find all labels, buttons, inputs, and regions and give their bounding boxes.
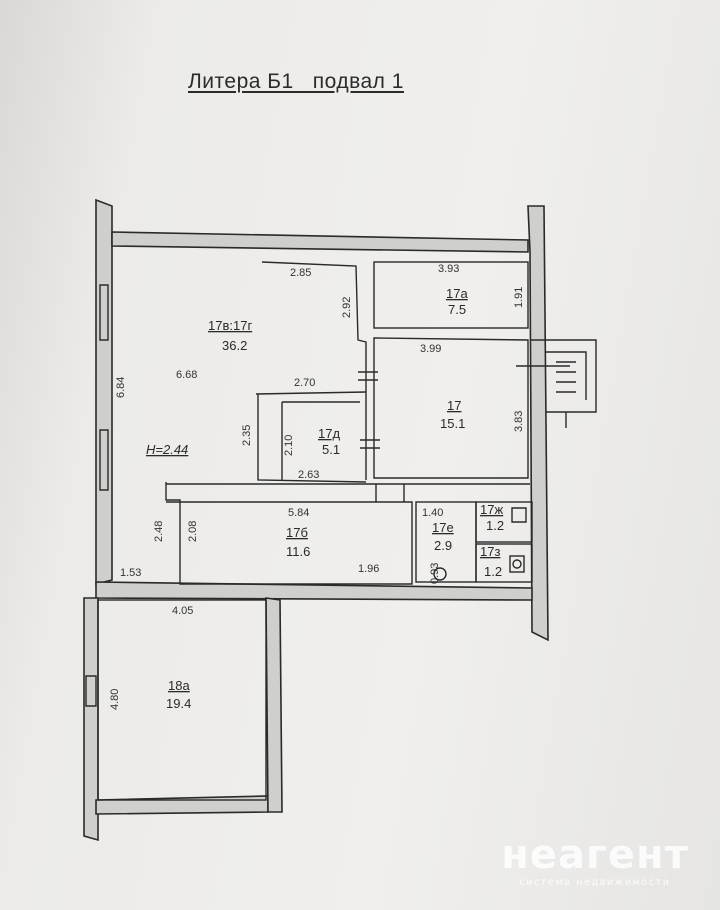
room-18a-area: 19.4 [166,696,191,711]
dimension-label: 1.96 [358,563,379,575]
dimension-label: 2.35 [241,425,253,446]
dimension-label: 3.99 [420,343,441,355]
room-17z-id: 17з [480,544,500,559]
dimension-label: 6.84 [115,377,127,398]
room-17a-area: 7.5 [448,302,466,317]
room-17d-id: 17д [318,426,340,441]
dimension-label: 4.05 [172,605,193,617]
agency-watermark: неагент система недвижимости [490,835,700,888]
room-17e-id: 17е [432,520,454,535]
ceiling-height-label: Н=2.44 [146,442,188,457]
dimension-label: 2.10 [283,435,295,456]
dimension-label: 2.08 [187,521,199,542]
dimension-label: 5.84 [288,507,309,519]
dimension-label: 2.85 [290,267,311,279]
outer-walls [83,198,549,842]
room-17d-area: 5.1 [322,442,340,457]
dimension-label: 2.70 [294,377,315,389]
room-17zh-area: 1.2 [486,518,504,533]
dimension-label: 1.40 [422,507,443,519]
room-17v17g-area: 36.2 [222,338,247,353]
room-17b-area: 11.6 [286,544,310,559]
room-17e-area: 2.9 [434,538,452,553]
dimension-label: 3.83 [513,411,525,432]
dimension-label: 3.93 [438,263,459,275]
room-18a-id: 18а [168,678,190,693]
dimension-label: 6.68 [176,369,197,381]
dimension-labels: 2.85 2.92 6.68 6.84 2.70 2.35 2.10 2.63 … [109,263,525,710]
room-17zh-id: 17ж [480,502,503,517]
dimension-label: 2.92 [341,297,353,318]
dimension-label: 1.91 [513,287,525,308]
room-17-id: 17 [447,398,461,413]
room-labels: 17в:17г 36.2 17а 7.5 17 15.1 17д 5.1 17б… [146,286,504,711]
watermark-tagline: система недвижимости [519,877,671,888]
dimension-label: 0.93 [429,563,441,584]
room-17z-area: 1.2 [484,564,502,579]
room-17-area: 15.1 [440,416,465,431]
dimension-label: 1.53 [120,567,141,579]
room-17a-id: 17а [446,286,468,301]
plan-title: Литера Б1 подвал 1 [188,70,404,93]
room-17v17g-id: 17в:17г [208,318,252,333]
dimension-label: 2.63 [298,469,319,481]
interior-walls [85,261,597,801]
room-17b-id: 17б [286,525,308,540]
dimension-label: 2.48 [153,521,165,542]
dimension-label: 4.80 [109,689,121,710]
watermark-brand: неагент [501,832,689,878]
